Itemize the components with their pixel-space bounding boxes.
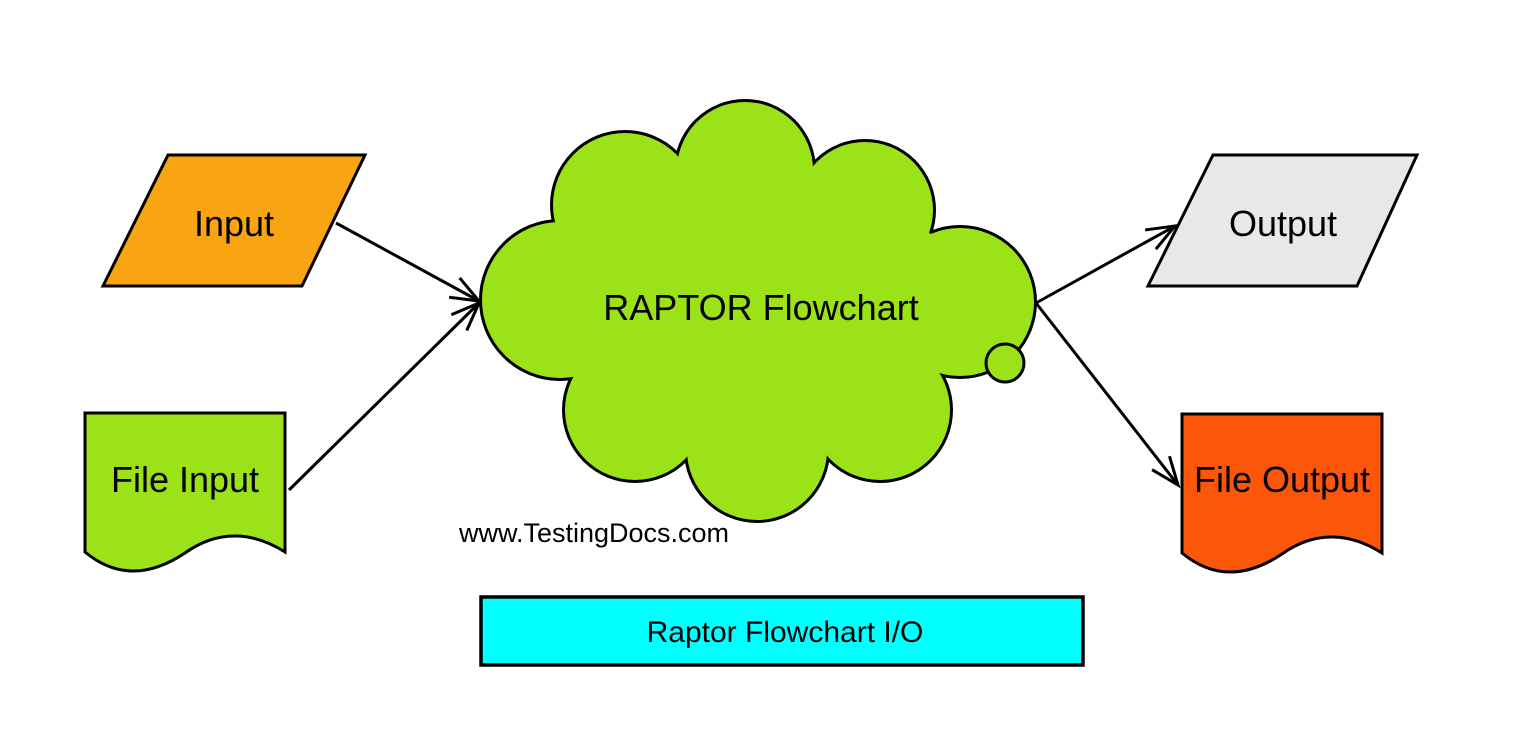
arrow-cloud-to-output [1035, 224, 1179, 305]
cloud-node: RAPTOR Flowchart [479, 99, 1037, 523]
file-input-label: File Input [111, 459, 259, 500]
input-label: Input [194, 203, 274, 244]
file-input-node: File Input [83, 411, 287, 573]
cloud-label: RAPTOR Flowchart [603, 287, 918, 328]
input-parallelogram-shape [100, 153, 368, 288]
arrow-input-to-cloud [335, 221, 483, 303]
cloud-bubble-circle [984, 342, 1026, 384]
cloud-fill-lobes [482, 102, 1034, 520]
connector-arrows [287, 221, 1181, 492]
output-node: Output [1145, 153, 1420, 288]
output-parallelogram-shape [1145, 153, 1420, 288]
watermark-text: www.TestingDocs.com [458, 518, 729, 548]
file-input-document-shape [83, 411, 287, 573]
arrow-file-input-to-cloud [287, 300, 482, 492]
file-output-document-shape [1180, 412, 1384, 574]
caption-rect [479, 595, 1085, 667]
caption-box: Raptor Flowchart I/O [479, 595, 1085, 667]
caption-label: Raptor Flowchart I/O [647, 616, 924, 649]
output-label: Output [1229, 203, 1337, 244]
arrow-cloud-to-file-output [1034, 302, 1181, 489]
file-output-label: File Output [1194, 459, 1370, 500]
file-output-node: File Output [1180, 412, 1384, 574]
input-node: Input [100, 153, 368, 288]
